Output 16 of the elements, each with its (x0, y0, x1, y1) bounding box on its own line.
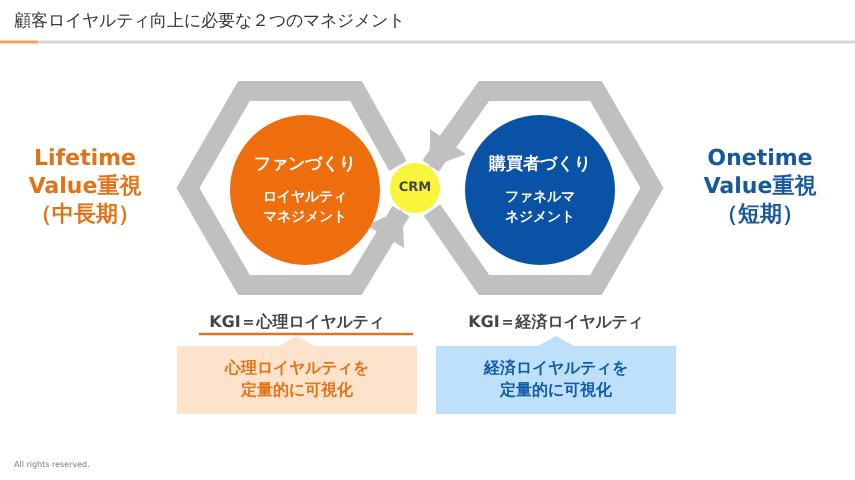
kgi-heading: KGI＝経済ロイヤルティ (467, 312, 645, 333)
side-label: Lifetime Value重視（中長期） (28, 145, 142, 229)
side-label: Onetime Value重視（短期） (702, 145, 818, 229)
crm-circle (390, 163, 440, 213)
callout-text: 心理ロイヤルティを定量的に可視化 (224, 357, 370, 401)
callout-text: 経済ロイヤルティを定量的に可視化 (482, 357, 629, 401)
loop-arrow (422, 81, 664, 295)
loop-arrow (176, 81, 410, 295)
circle-text: ファネルマネジメント (504, 188, 576, 228)
kgi-heading: KGI＝心理ロイヤルティ (208, 312, 386, 333)
copyright-text: All rights reserved. (14, 460, 90, 469)
circle-heading: CRM (398, 178, 432, 197)
circle-heading: 購買者づくり (489, 153, 591, 176)
circle-heading: ファンづくり (254, 153, 356, 176)
page-title: 顧客ロイヤルティ向上に必要な２つのマネジメント (14, 10, 405, 32)
circle-text: ロイヤルティマネジメント (262, 188, 348, 228)
